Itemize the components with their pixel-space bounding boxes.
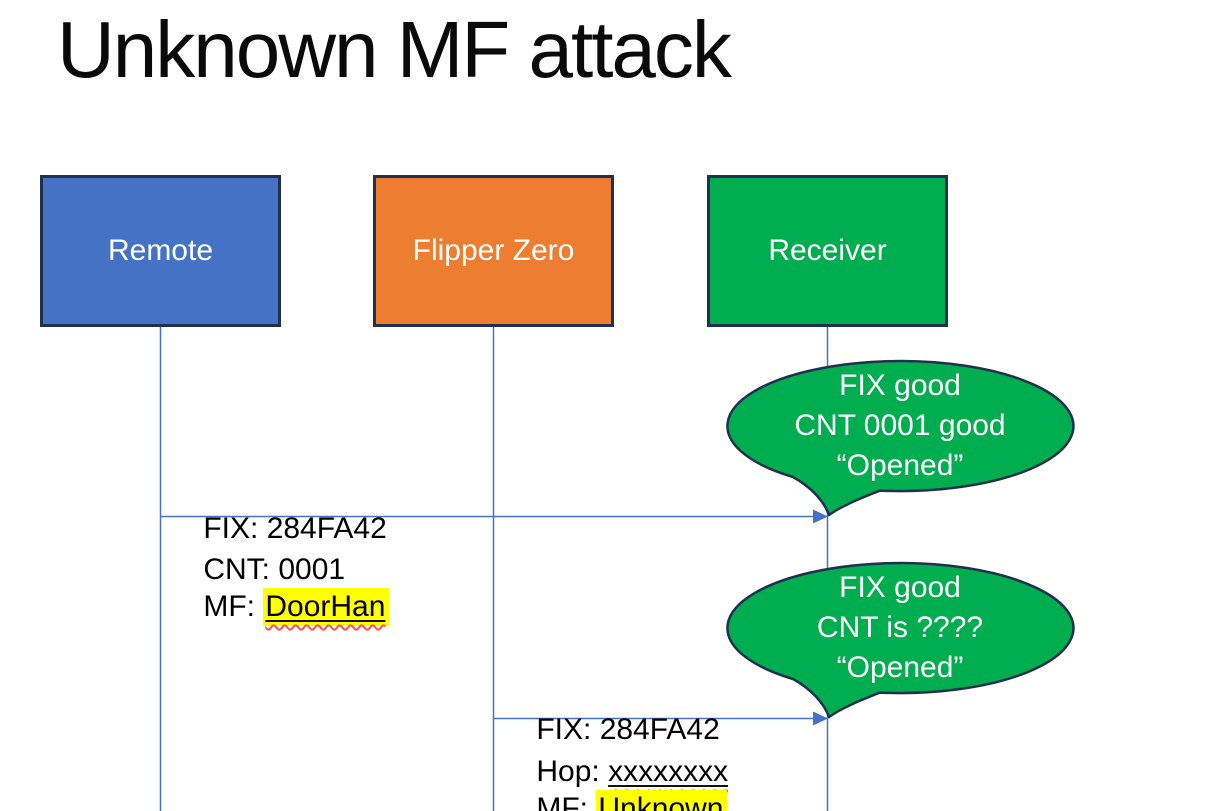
callout-line: CNT is ???? [816,611,984,644]
underlined-value: xxxxxxxx [608,755,728,788]
actor-box-receiver: Receiver [707,175,948,327]
message-2-arrowhead-icon [813,711,828,726]
message-1-field-mf: MF: DoorHan [170,556,390,658]
callout-2-bubble [726,561,1075,719]
callout-line: “Opened” [836,651,964,684]
field-value: 284FA42 [266,512,387,545]
field-prefix: CNT: [203,553,279,586]
field-prefix: MF: [203,590,264,623]
underlined-value: DoorHan [265,590,385,623]
field-prefix: Hop: [536,755,609,788]
field-prefix: MF: [536,792,597,811]
field-prefix: FIX: [203,512,267,545]
highlighted-value: Unknown [596,790,728,811]
actor-box-remote: Remote [40,175,281,327]
callout-line: “Opened” [836,449,964,482]
callout-line: CNT 0001 good [794,409,1006,442]
field-value: 0001 [278,553,346,586]
message-2-field-hop: Hop: xxxxxxxx [503,721,728,811]
callout-line: FIX good [839,571,961,604]
field-prefix: FIX: [536,713,600,746]
callout-1-bubble [726,359,1075,517]
message-2-field-fix: FIX: 284FA42 [503,679,720,781]
callout-1-text: FIX good CNT 0001 good “Opened” [727,366,1073,486]
actor-box-flipper-zero: Flipper Zero [373,175,614,327]
message-1-field-cnt: CNT: 0001 [170,519,345,621]
field-value: DoorHan [265,590,386,623]
slide-title: Unknown MF attack [57,5,732,94]
field-value: xxxxxxxx [608,755,729,788]
callout-line: FIX good [839,369,961,402]
message-1-arrowhead-icon [813,509,828,524]
message-2-field-mf: MF: Unknown [503,758,728,811]
actor-label-remote: Remote [107,234,214,267]
field-value: Unknown [598,792,724,811]
highlighted-value: DoorHan [263,588,390,626]
actor-label-flipper-zero: Flipper Zero [412,234,575,267]
message-1-field-fix: FIX: 284FA42 [170,478,387,580]
actor-label-receiver: Receiver [768,234,887,267]
callout-2-text: FIX good CNT is ???? “Opened” [727,568,1073,688]
field-value: 284FA42 [599,713,720,746]
